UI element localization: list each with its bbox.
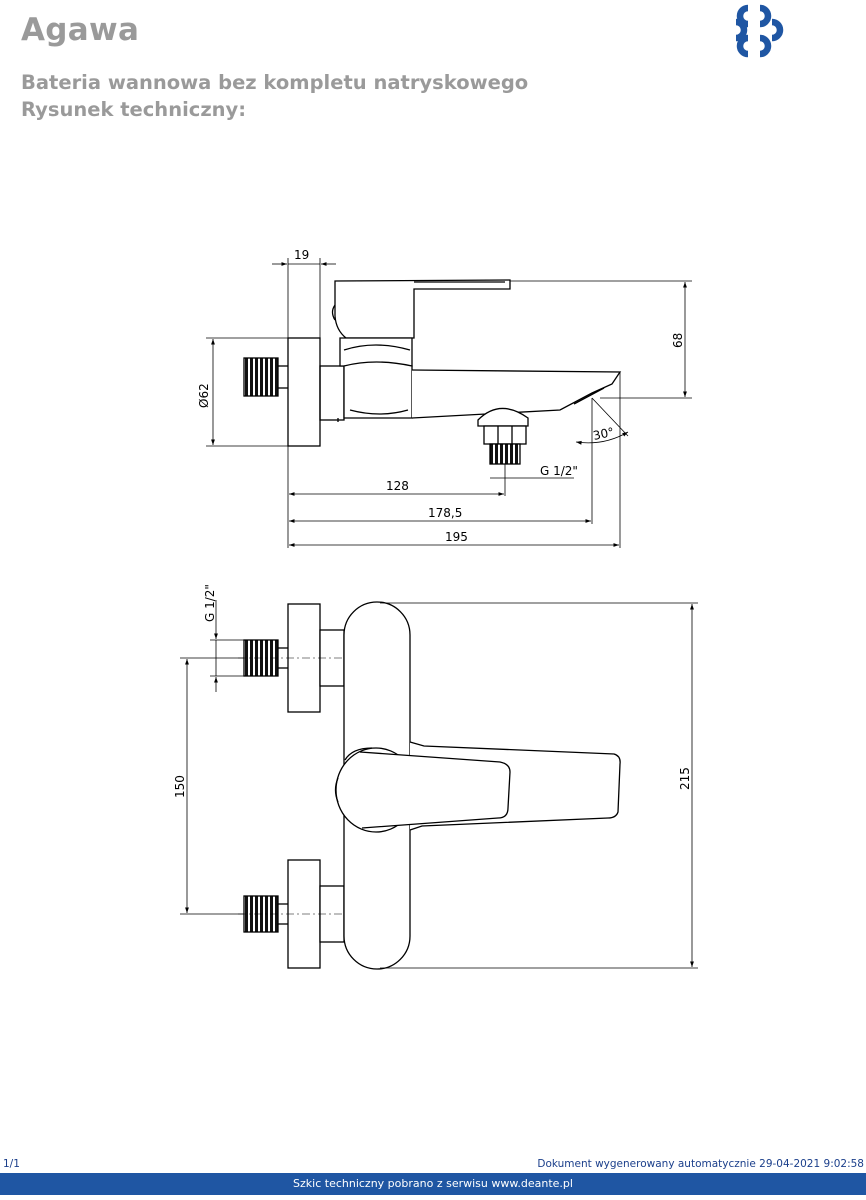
- dim-side-thread: G 1/2": [540, 464, 578, 478]
- deante-logo-icon: [735, 4, 784, 58]
- drawing-label: Rysunek techniczny:: [21, 98, 247, 121]
- footer-source-link[interactable]: Szkic techniczny pobrano z serwisu www.d…: [293, 1177, 573, 1190]
- page-number: 1/1: [3, 1158, 20, 1170]
- dim-215: 215: [678, 767, 692, 790]
- front-view-labels: G 1/2" 150 215: [173, 584, 692, 798]
- front-view: [238, 601, 621, 970]
- dim-178-5: 178,5: [428, 506, 462, 520]
- dim-front-thread: G 1/2": [203, 584, 217, 622]
- front-view-dimensions: [180, 600, 698, 969]
- side-view-labels: 19 68 Ø62 30° G 1/2" 128 178,5 195: [197, 248, 685, 544]
- footer-bar: Szkic techniczny pobrano z serwisu www.d…: [0, 1173, 866, 1195]
- dim-top-width: 19: [294, 248, 309, 262]
- side-view-dimensions: [206, 258, 692, 548]
- dim-angle: 30°: [592, 425, 616, 443]
- side-view: [243, 279, 622, 465]
- product-title: Agawa: [21, 12, 140, 48]
- dim-150: 150: [173, 775, 187, 798]
- product-subtitle: Bateria wannowa bez kompletu natryskoweg…: [21, 71, 529, 94]
- dim-diameter: Ø62: [197, 383, 211, 408]
- dim-side-height: 68: [671, 333, 685, 348]
- dim-128: 128: [386, 479, 409, 493]
- generated-timestamp: Dokument wygenerowany automatycznie 29-0…: [537, 1158, 864, 1170]
- dim-195: 195: [445, 530, 468, 544]
